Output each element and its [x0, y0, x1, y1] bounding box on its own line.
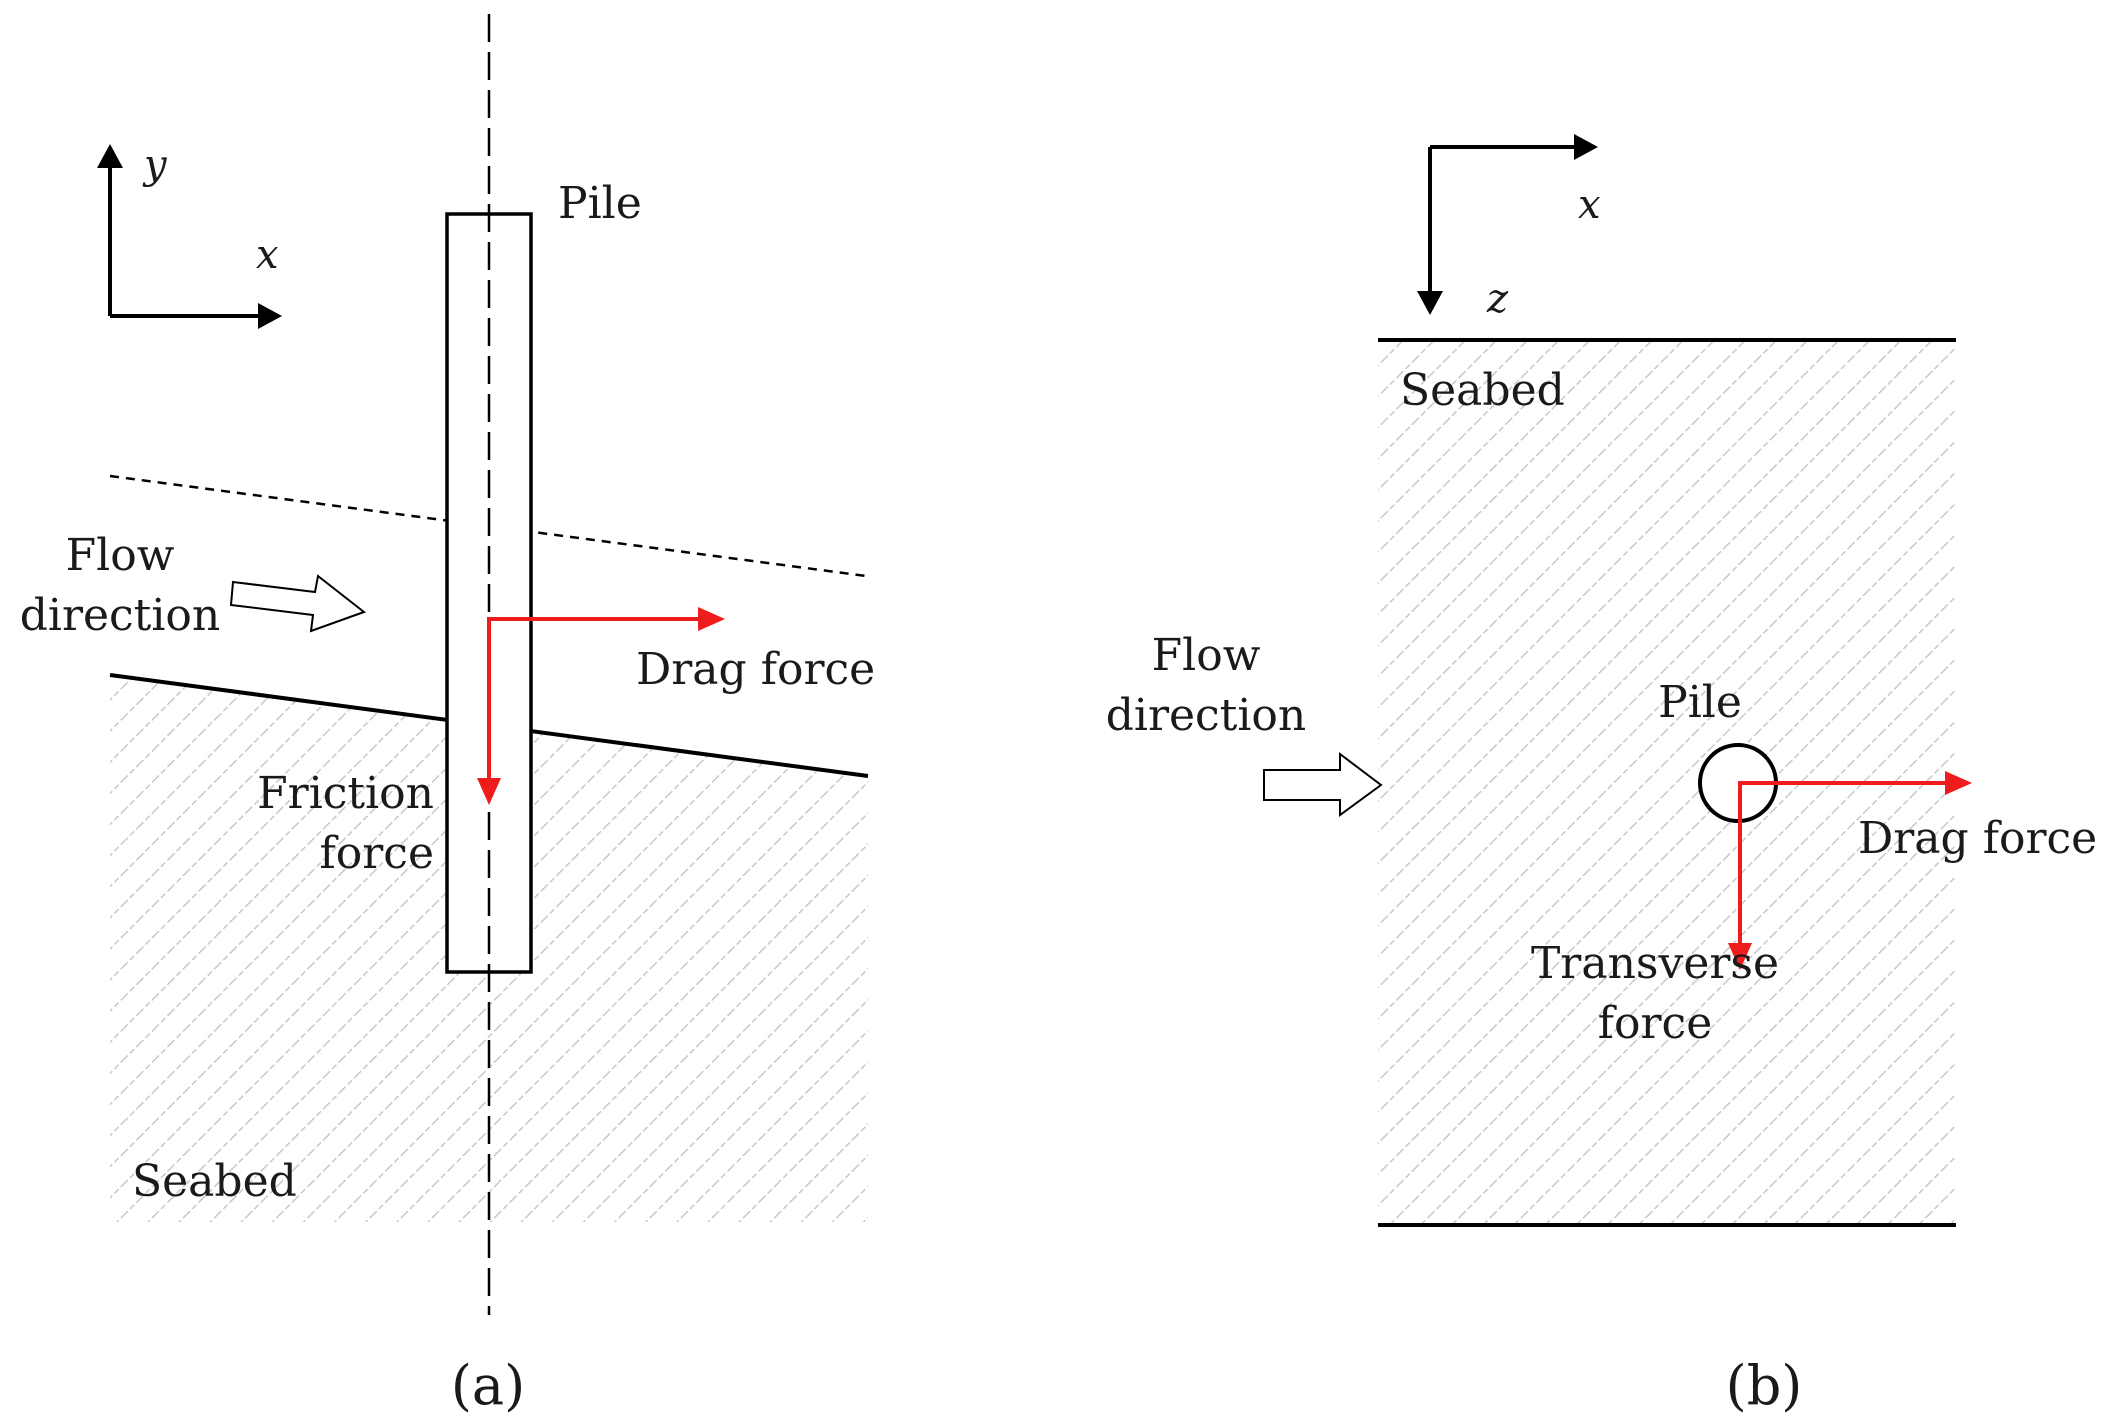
- drag-label-a: Drag force: [636, 644, 875, 695]
- axis-label-y: y: [142, 142, 168, 188]
- pile-label-a: Pile: [558, 178, 642, 229]
- transverse-arrowhead-b: [1728, 943, 1752, 970]
- z-arrow-icon: [1417, 291, 1443, 315]
- friction-label-a-line1: Friction: [257, 768, 434, 819]
- flow-label-a-line1: Flow: [66, 530, 175, 581]
- drag-arrowhead-a: [698, 607, 725, 631]
- flow-label-b-line1: Flow: [1152, 630, 1261, 681]
- axis-label-x-b: x: [1578, 182, 1601, 228]
- caption-a: (a): [451, 1354, 525, 1417]
- axis-label-x: x: [256, 232, 279, 278]
- flow-label-a-line2: direction: [20, 590, 221, 641]
- friction-arrowhead-a: [477, 778, 501, 805]
- x-arrow-icon-b: [1574, 134, 1598, 160]
- pile-label-b: Pile: [1658, 677, 1742, 728]
- axis-label-z: z: [1486, 276, 1509, 322]
- friction-label-a-line2: force: [320, 828, 435, 879]
- force-arrows-b: [1738, 781, 1946, 944]
- x-arrow-icon: [258, 303, 282, 329]
- caption-b: (b): [1726, 1354, 1803, 1417]
- axes-xz: x z: [1417, 134, 1601, 322]
- panel-b: x z Seabed Flow direction Pile Drag forc…: [1106, 134, 2097, 1417]
- flow-arrow-icon-b: [1263, 751, 1383, 817]
- seabed-label-b: Seabed: [1400, 365, 1565, 416]
- drag-force-arrow-a: [487, 617, 700, 782]
- transverse-label-b-line2: force: [1598, 998, 1713, 1049]
- y-arrow-icon: [97, 144, 123, 168]
- flow-label-b-line2: direction: [1106, 690, 1307, 741]
- drag-label-b: Drag force: [1858, 813, 2097, 864]
- seabed-label-a: Seabed: [132, 1156, 297, 1207]
- axes-xy: y x: [97, 142, 282, 329]
- panel-a: y x Pile Flow direction Drag force Frict…: [20, 14, 875, 1417]
- transverse-label-b-line1: Transverse: [1531, 938, 1779, 989]
- flow-arrow-icon-a: [229, 574, 367, 633]
- drag-arrowhead-b: [1945, 771, 1972, 795]
